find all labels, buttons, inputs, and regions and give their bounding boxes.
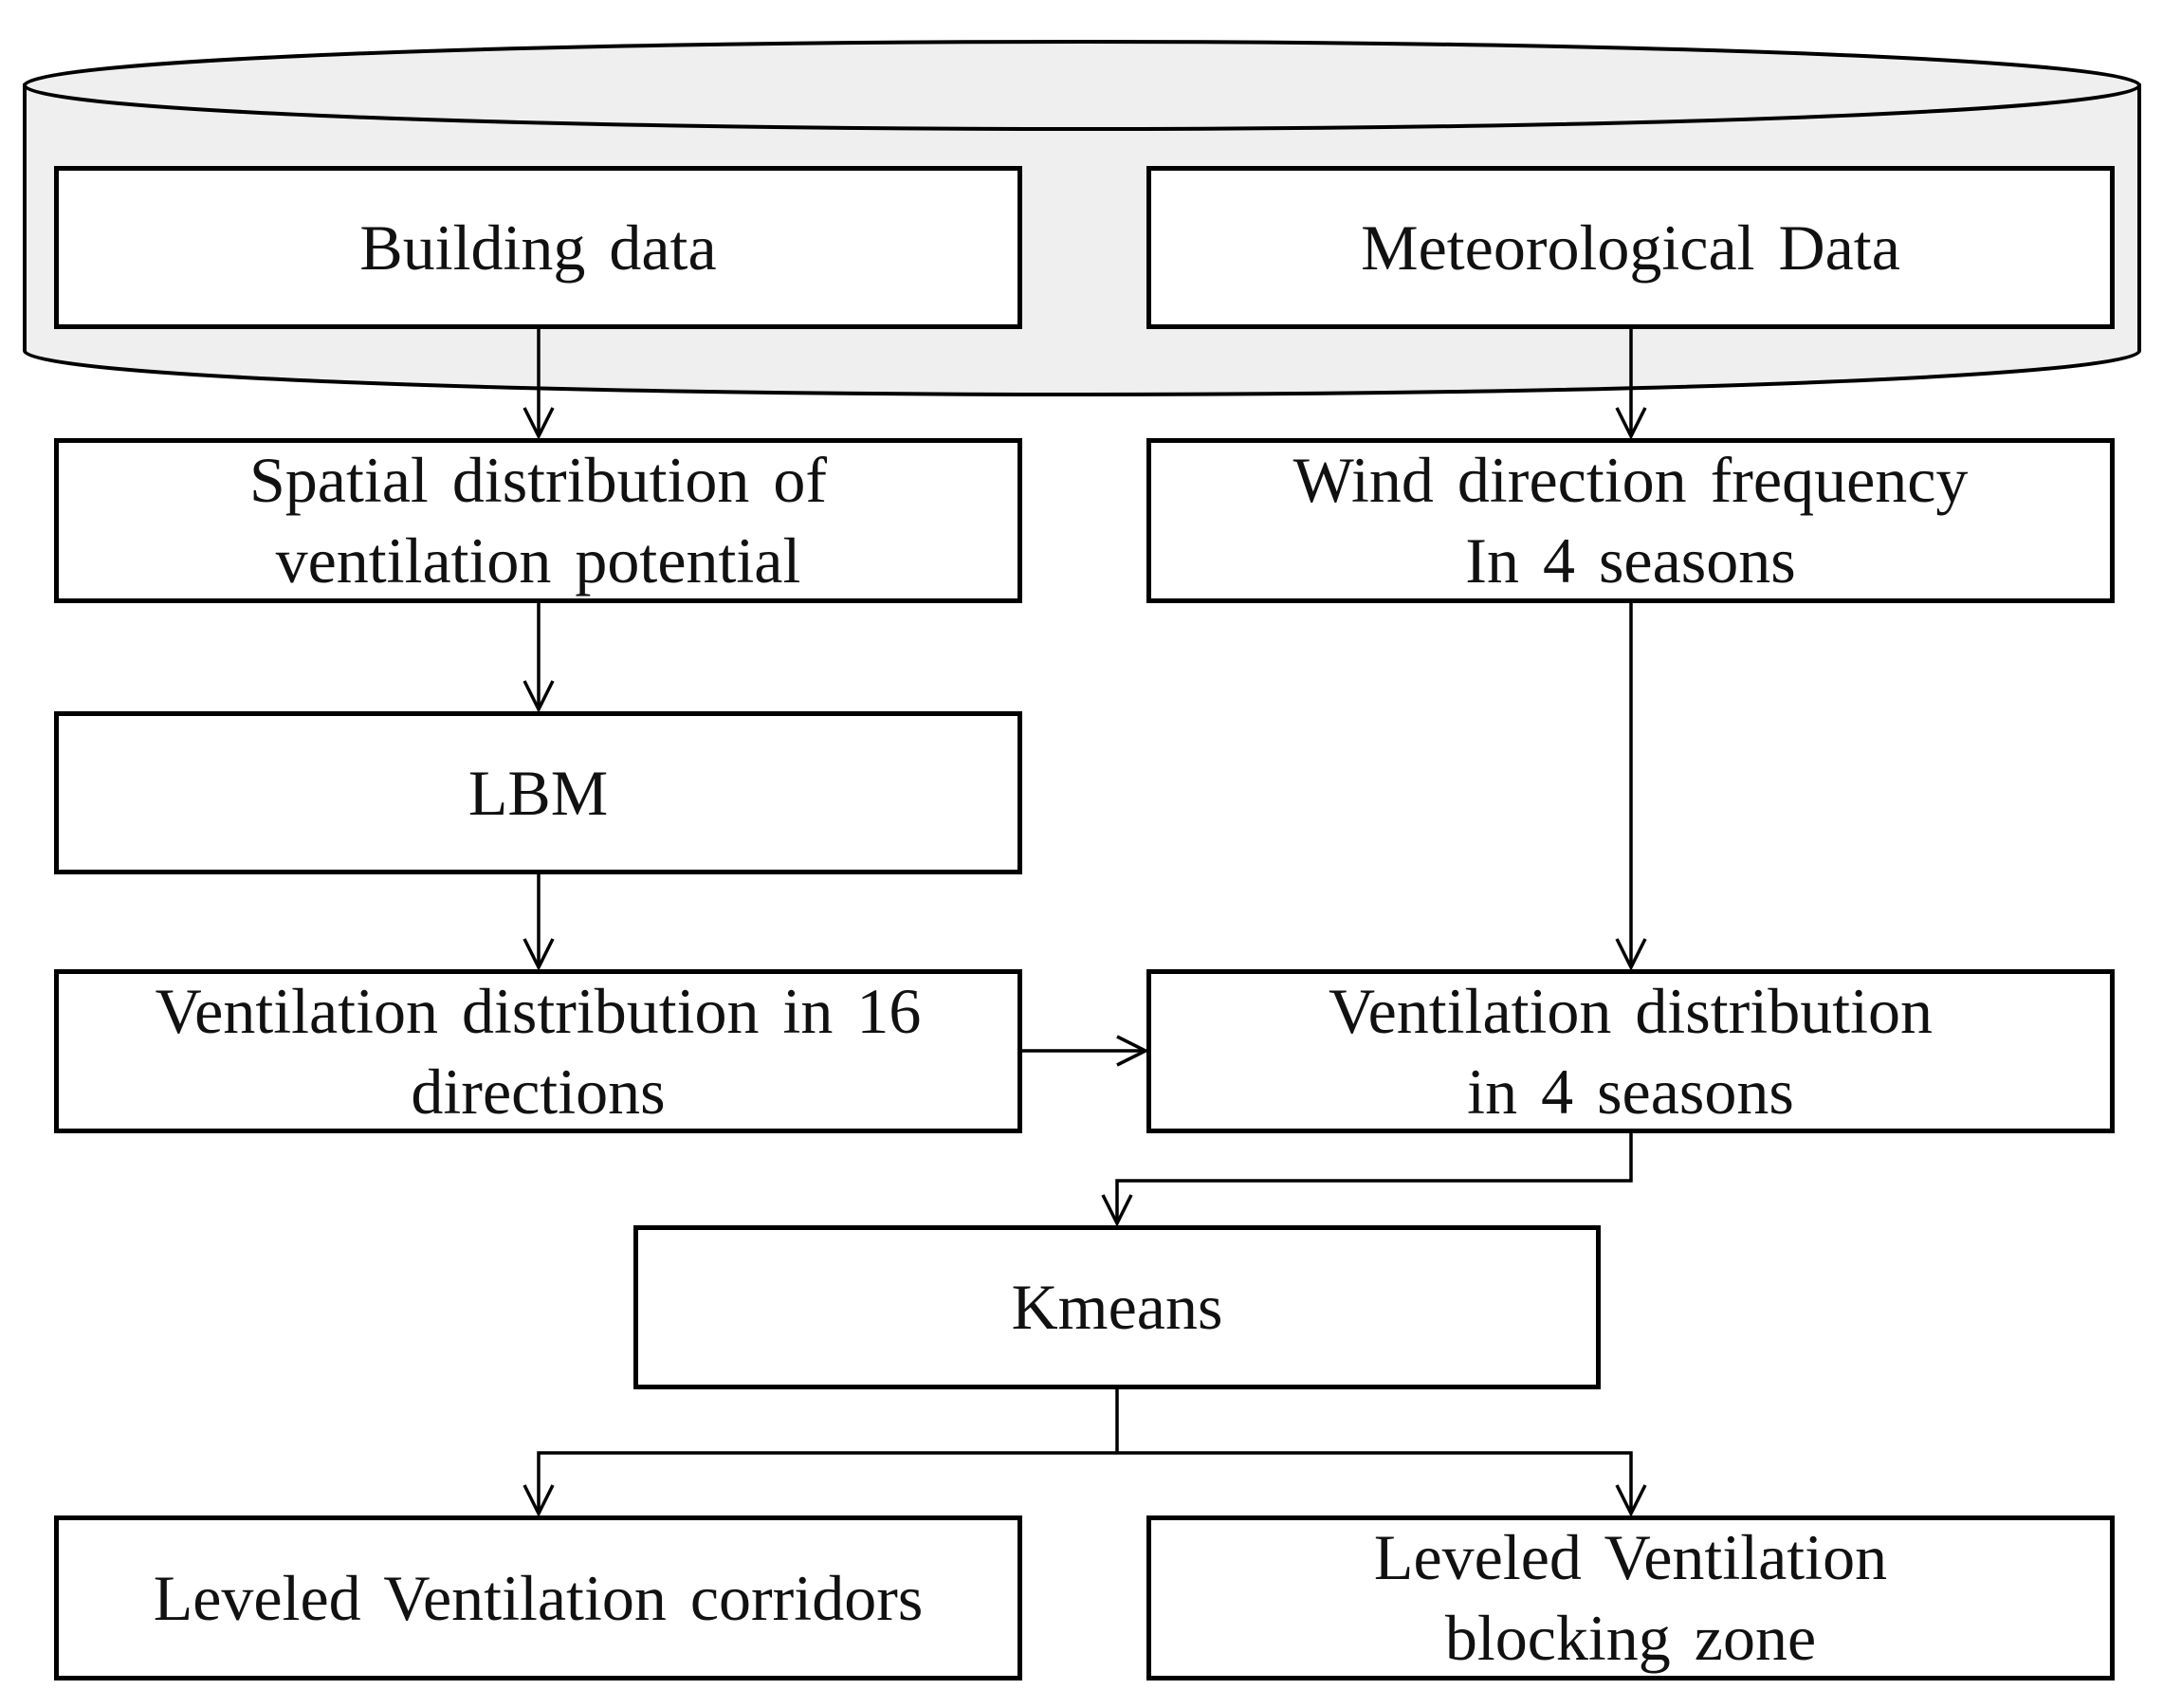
node-leveled-corridors: Leveled Ventilation corridors [54, 1515, 1022, 1680]
node-kmeans-label: Kmeans [1011, 1271, 1223, 1343]
node-ventilation-16-directions-label: Ventilation distribution in 16 direction… [155, 974, 922, 1128]
edge-4seasons-to-kmeans [1115, 1132, 1633, 1223]
node-ventilation-4-seasons-label: Ventilation distribution in 4 seasons [1329, 974, 1933, 1128]
node-meteorological-data: Meteorological Data [1146, 166, 2115, 329]
arrowhead [522, 407, 555, 440]
node-leveled-corridors-label: Leveled Ventilation corridors [153, 1561, 924, 1634]
node-ventilation-4-seasons: Ventilation distribution in 4 seasons [1146, 969, 2115, 1133]
arrowhead [522, 938, 555, 971]
arrowhead [522, 680, 555, 713]
node-lbm-label: LBM [467, 756, 609, 829]
edge-kmeans-to-blocking [1117, 1451, 1633, 1514]
arrowhead [1101, 1194, 1133, 1227]
edge-kmeans-to-corridors [537, 1451, 1117, 1514]
node-ventilation-16-directions: Ventilation distribution in 16 direction… [54, 969, 1022, 1133]
node-leveled-blocking-zone-label: Leveled Ventilation blocking zone [1373, 1521, 1888, 1674]
node-wind-direction-frequency: Wind direction frequency In 4 seasons [1146, 438, 2115, 603]
cylinder-top [23, 40, 2141, 131]
node-building-data-label: Building data [359, 211, 717, 284]
arrowhead [1615, 1484, 1647, 1517]
node-lbm: LBM [54, 711, 1022, 874]
node-spatial-distribution: Spatial distribution of ventilation pote… [54, 438, 1022, 603]
arrowhead [1116, 1035, 1149, 1067]
node-meteorological-data-label: Meteorological Data [1361, 211, 1900, 284]
arrowhead [1615, 407, 1647, 440]
node-building-data: Building data [54, 166, 1022, 329]
node-leveled-blocking-zone: Leveled Ventilation blocking zone [1146, 1515, 2115, 1680]
node-spatial-distribution-label: Spatial distribution of ventilation pote… [248, 444, 828, 597]
node-kmeans: Kmeans [633, 1225, 1601, 1389]
node-wind-direction-frequency-label: Wind direction frequency In 4 seasons [1292, 444, 1969, 597]
arrowhead [1615, 938, 1647, 971]
arrowhead [522, 1484, 555, 1517]
